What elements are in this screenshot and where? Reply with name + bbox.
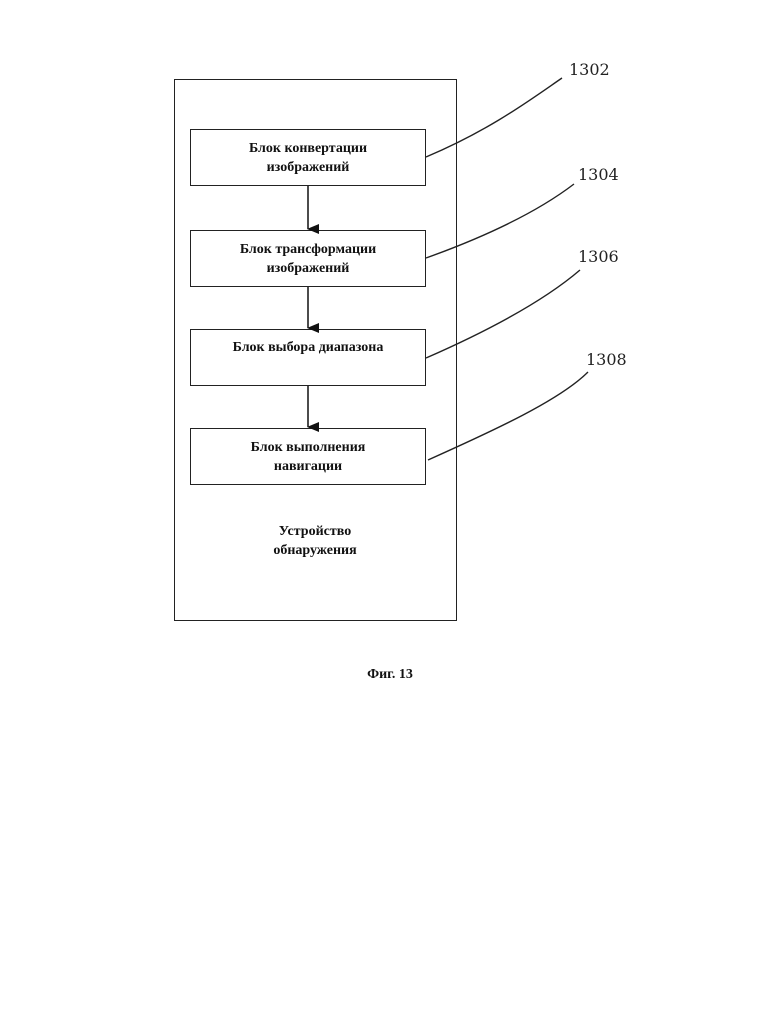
figure-diagram: Блок конвертации изображений Блок трансф…: [0, 0, 780, 700]
reference-number-1302: 1302: [569, 60, 610, 79]
leader-line-1302: [426, 78, 562, 157]
reference-number-1308: 1308: [586, 350, 627, 369]
reference-number-1304: 1304: [578, 165, 619, 184]
reference-number-1306: 1306: [578, 247, 619, 266]
figure-caption: Фиг. 13: [340, 667, 440, 683]
leader-line-1304: [426, 184, 574, 258]
connectors-layer: [0, 0, 780, 700]
leader-line-1308: [428, 372, 588, 460]
leader-line-1306: [426, 270, 580, 358]
